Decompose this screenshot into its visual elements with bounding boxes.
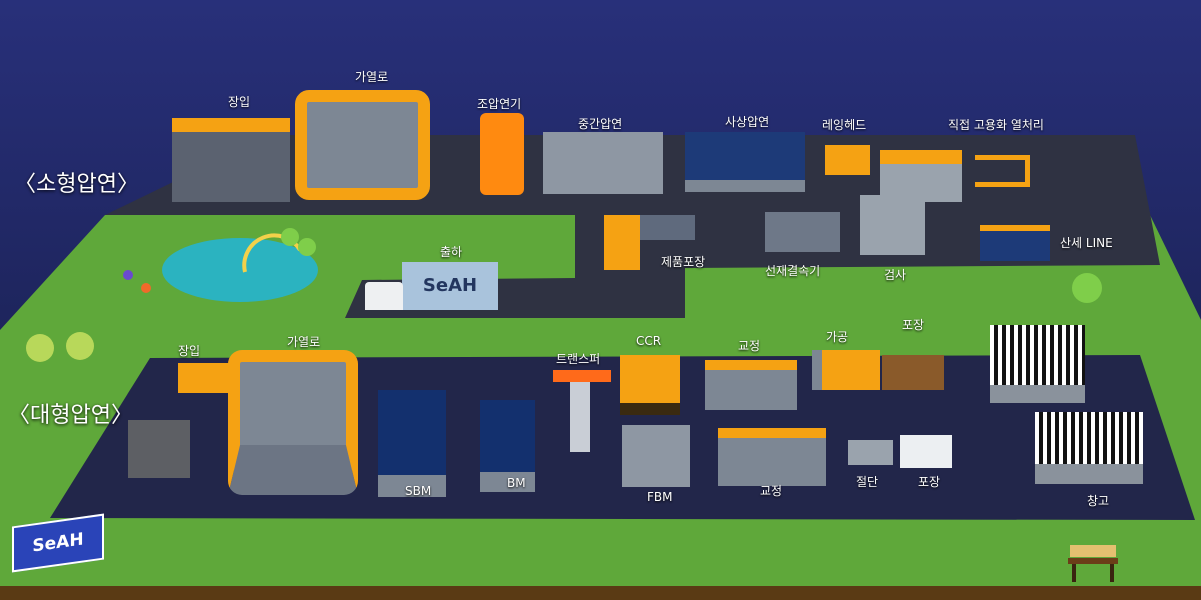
reheating-furnace [295, 90, 430, 200]
label-bm: BM [507, 476, 526, 490]
label-ccr: CCR [636, 334, 662, 348]
sbm-mill [378, 390, 446, 497]
finishing-mill [685, 132, 805, 192]
label-product-packing: 제품포장 [661, 255, 706, 269]
charging-table [178, 363, 236, 393]
label-shipping: 출하 [440, 245, 463, 259]
label-packing-top: 포장 [902, 318, 925, 332]
heat-treatment [880, 150, 962, 202]
cutting-table [848, 440, 893, 465]
billet-stack [128, 420, 190, 478]
flower [141, 283, 151, 293]
warehouse-2 [1035, 412, 1143, 484]
label-binding-machine: 선재결속기 [765, 264, 821, 278]
label-straightening-top: 교정 [738, 339, 761, 353]
laying-head [825, 145, 870, 175]
pond [162, 238, 318, 302]
label-processing: 가공 [826, 330, 849, 344]
label-intermediate-mill: 중간압연 [578, 117, 623, 131]
label-charging: 장입 [178, 344, 201, 358]
straightener-bottom [718, 428, 826, 486]
transfer-conveyor [570, 382, 590, 452]
transfer [553, 370, 611, 382]
section-small-rolling: 〈소형압연〉 [14, 172, 139, 197]
straightener-top [705, 360, 797, 410]
processing [812, 350, 880, 390]
label-packing-bottom: 포장 [918, 475, 941, 489]
label-fbm: FBM [647, 490, 673, 504]
coil-packing [640, 215, 695, 240]
roughing-mill [480, 113, 524, 195]
label-transfer: 트랜스퍼 [556, 352, 601, 366]
packing-forklift [604, 215, 640, 270]
label-pickling-line: 산세 LINE [1060, 236, 1113, 250]
flower [123, 270, 133, 280]
label-furnace: 가열로 [355, 70, 389, 84]
ccr [620, 355, 680, 415]
fbm-mill [622, 425, 690, 487]
charging-table [172, 118, 290, 202]
label-laying-head: 레잉헤드 [822, 118, 867, 132]
label-finishing-mill: 사상압연 [725, 115, 770, 129]
label-charging: 장입 [228, 95, 251, 109]
section-large-rolling: 〈대형압연〉 [8, 403, 133, 428]
warehouse-1 [990, 325, 1085, 403]
ground-strip [0, 586, 1201, 600]
bm-mill [480, 400, 535, 492]
label-roughing-mill: 조압연기 [477, 97, 522, 111]
intermediate-mill [543, 132, 663, 194]
label-warehouse: 창고 [1087, 494, 1110, 508]
truck-cab [365, 282, 403, 310]
label-inspection: 검사 [884, 268, 907, 282]
label-straightening-bottom: 교정 [760, 484, 783, 498]
crane-arm [975, 155, 1030, 187]
label-heat-treatment: 직접 고용화 열처리 [948, 118, 1044, 132]
binding-machine [765, 212, 840, 252]
packed-bundles [882, 355, 944, 390]
packing-bundles [900, 435, 952, 468]
label-furnace: 가열로 [287, 335, 321, 349]
reheating-furnace [228, 350, 358, 495]
bench [1068, 545, 1118, 582]
inspection-station [860, 195, 925, 255]
label-sbm: SBM [405, 484, 432, 498]
trees [26, 228, 1102, 362]
label-cutting: 절단 [856, 475, 879, 489]
delivery-truck: SeAH [402, 262, 498, 310]
pickling-line [980, 225, 1050, 261]
